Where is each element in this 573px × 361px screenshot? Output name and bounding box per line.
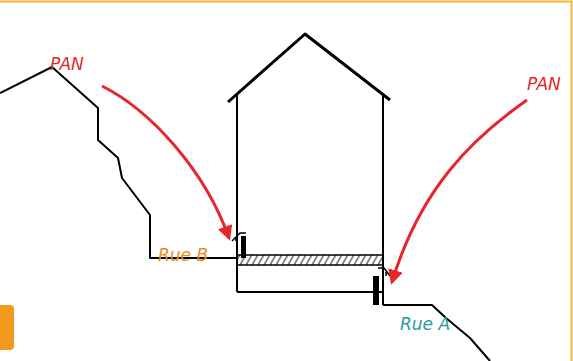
street-label: Rue A	[400, 316, 450, 333]
wall-lamp	[378, 268, 390, 276]
roof	[228, 34, 390, 102]
floor-slab	[237, 255, 383, 265]
leader-arrow	[102, 86, 229, 238]
lower-floor	[237, 291, 383, 293]
right-wall	[382, 94, 384, 305]
street-a-ground	[383, 305, 490, 361]
leader-arrow	[392, 100, 527, 282]
pan-label: PAN	[50, 56, 84, 73]
pan-plate	[241, 236, 246, 258]
pan-plate	[373, 276, 379, 305]
wall-lamp	[232, 233, 246, 241]
hillside	[0, 67, 237, 258]
street-label: Rue B	[158, 247, 208, 264]
pan-label: PAN	[527, 76, 561, 93]
side-tab	[0, 305, 14, 350]
